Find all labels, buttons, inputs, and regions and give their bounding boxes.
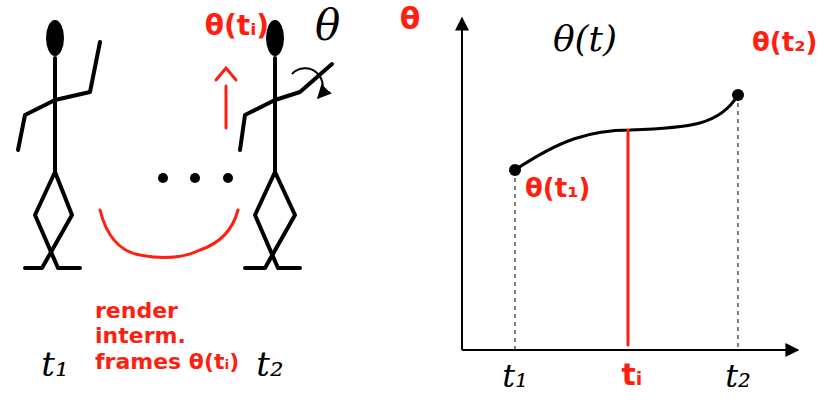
time-label: t₁ (41, 345, 68, 384)
point-annotation: θ(t₁) (525, 174, 590, 204)
axis-tick-label: t₂ (725, 358, 751, 395)
ellipsis-dots (158, 173, 233, 183)
red-annotation-marks (100, 68, 238, 258)
point-annotation: θ(t₂) (752, 28, 817, 58)
axis-tick-label: tᵢ (622, 358, 643, 393)
left-stick-figure (18, 20, 100, 268)
graph-axes (462, 18, 798, 350)
frame-annotation: θ(tᵢ) (205, 10, 269, 42)
time-label: t₂ (256, 345, 283, 384)
axis-label: θ (400, 2, 421, 37)
axis-tick-label: t₁ (502, 358, 528, 395)
angle-symbol: θ (315, 2, 340, 50)
ti-marker-line (627, 130, 630, 345)
rotation-arrow (292, 68, 323, 98)
right-stick-figure (240, 20, 332, 268)
handwritten-note: render interm. frames θ(tᵢ) (95, 298, 260, 374)
dashed-guides (515, 95, 738, 350)
graph-title: θ(t) (553, 18, 617, 59)
